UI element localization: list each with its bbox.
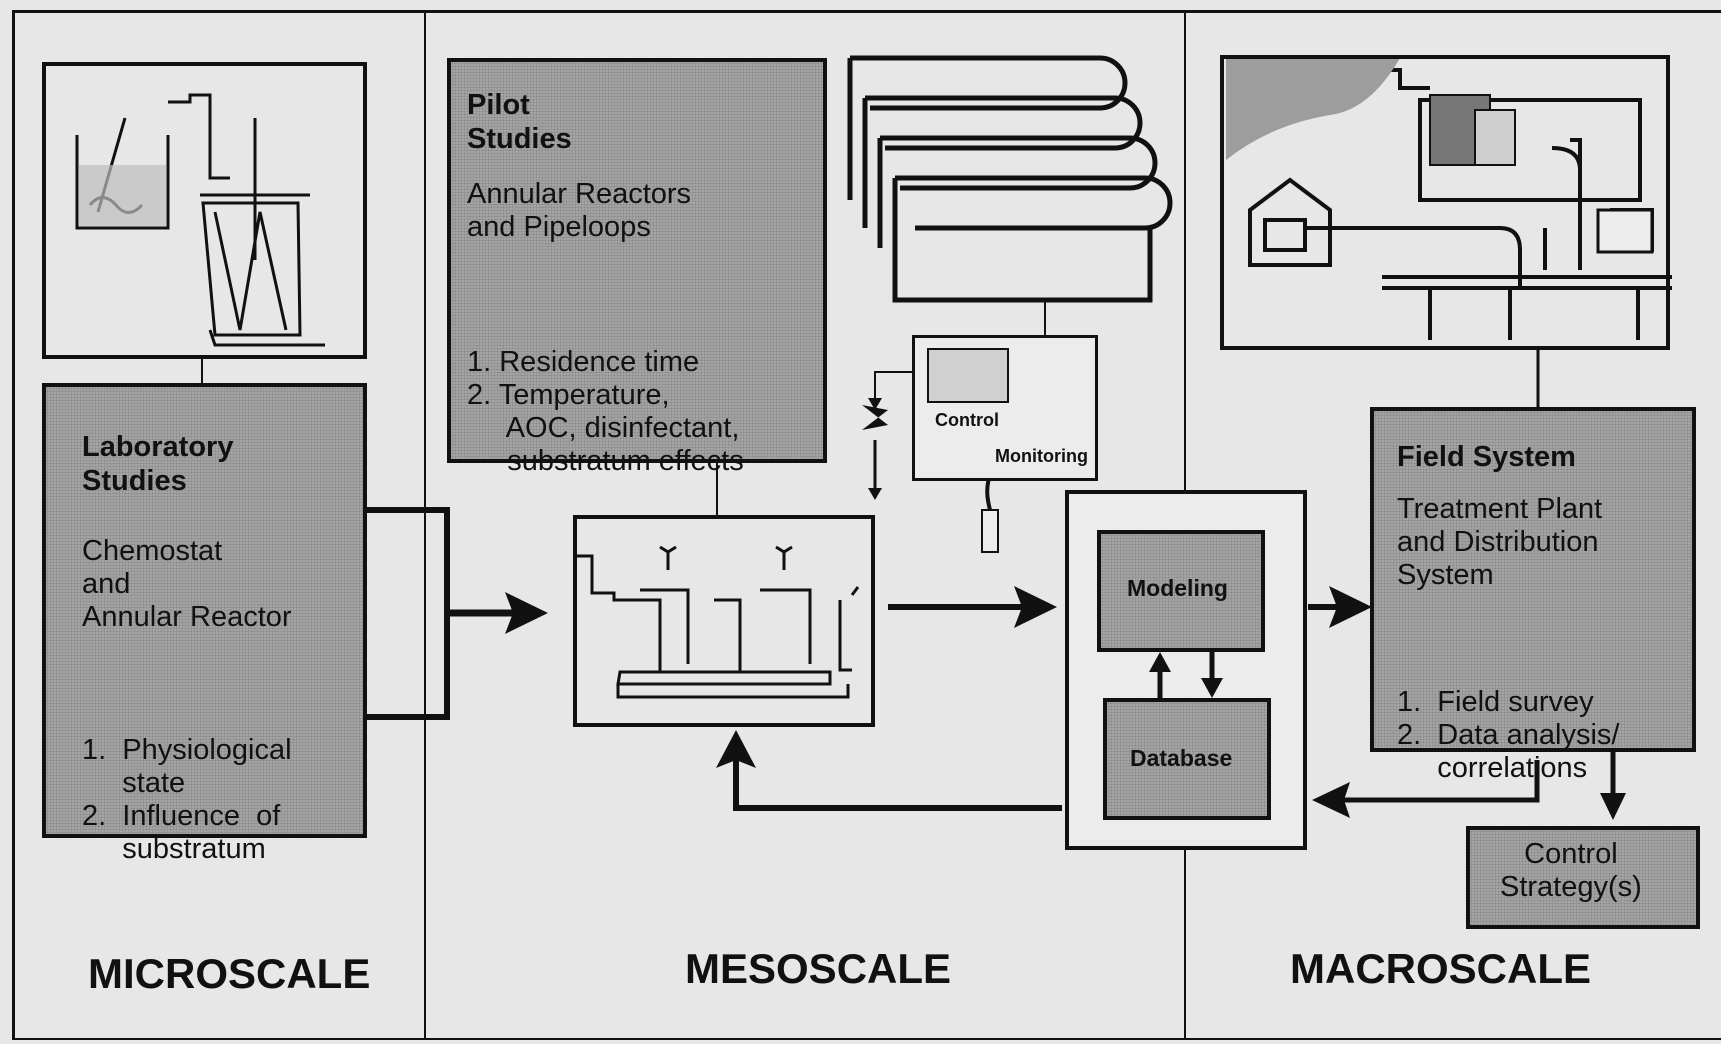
annular-reactor-sketch-icon bbox=[577, 545, 860, 699]
arrow-feedback-to-reactor bbox=[733, 760, 1062, 811]
modeling-box bbox=[1097, 530, 1265, 652]
control-label: Control bbox=[935, 410, 999, 430]
arrow-lab-to-reactor bbox=[366, 507, 450, 720]
modeling-label: Modeling bbox=[1127, 575, 1228, 601]
field-picture-panel bbox=[1220, 55, 1670, 350]
microscale-label: MICROSCALE bbox=[88, 950, 371, 997]
diagram-frame bbox=[12, 10, 1721, 1040]
pilot-studies-box bbox=[447, 58, 827, 463]
controller-icon bbox=[927, 348, 1009, 403]
valve-icon bbox=[862, 405, 888, 430]
mesoscale-label: MESOSCALE bbox=[685, 945, 952, 992]
database-label: Database bbox=[1130, 745, 1233, 771]
water-body-icon bbox=[1226, 58, 1400, 160]
reactor-picture-panel bbox=[573, 515, 875, 727]
monitoring-label: Monitoring bbox=[995, 446, 1088, 466]
field-title: Field System bbox=[1397, 441, 1576, 473]
lab-studies-box bbox=[42, 383, 367, 838]
macroscale-label: MACROSCALE bbox=[1290, 945, 1591, 992]
control-strategy-box bbox=[1466, 826, 1700, 929]
probe-icon bbox=[981, 509, 999, 553]
database-box bbox=[1103, 698, 1271, 820]
lab-picture-panel bbox=[42, 62, 367, 359]
field-system-box bbox=[1370, 407, 1696, 752]
pipeloop-icon bbox=[847, 55, 1173, 303]
